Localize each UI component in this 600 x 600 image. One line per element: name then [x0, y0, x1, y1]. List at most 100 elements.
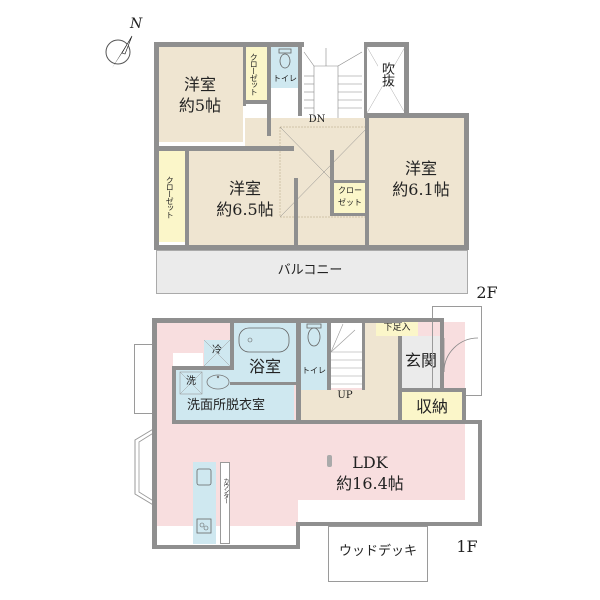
toilet-icon: [306, 323, 322, 347]
wall: [172, 366, 176, 424]
storage-label: 収納: [415, 397, 448, 416]
toilet-1f: [301, 322, 327, 390]
floor-1f-label: 1F: [456, 537, 478, 556]
room-western-6-1-size: 約6.1帖: [392, 180, 450, 199]
wall: [154, 42, 304, 47]
wall: [154, 146, 294, 151]
balcony-label: バルコニー: [277, 263, 343, 278]
wall: [398, 388, 466, 392]
wall: [396, 318, 442, 322]
closet-a-label: クローゼット: [249, 53, 259, 95]
ldk-pillar: [327, 455, 332, 467]
room-western-5: [158, 46, 243, 142]
compass: N: [104, 16, 144, 68]
fridge-cross-icon: [203, 339, 231, 367]
wood-deck-label: ウッドデッキ: [338, 544, 417, 559]
wall: [440, 318, 444, 392]
toilet-1f-label: トイレ: [302, 366, 326, 375]
wall: [398, 336, 402, 424]
bathtub-icon: [238, 327, 290, 353]
room-western-6-1: [368, 116, 464, 246]
bathroom-label: 浴室: [248, 357, 281, 376]
room-western-5-size: 約5帖: [178, 96, 222, 115]
wall: [230, 322, 234, 370]
wall: [364, 113, 468, 118]
closet-b: [158, 150, 185, 242]
wall: [478, 420, 482, 524]
closet-b-label: クローゼット: [165, 176, 175, 218]
balcony: [156, 250, 468, 294]
washroom-label: 洗面所脱衣室: [186, 398, 265, 413]
room-western-6-5-name: 洋室: [228, 179, 261, 198]
wall: [296, 522, 300, 548]
wall: [365, 118, 369, 246]
stairs-icon: [303, 48, 363, 118]
shoe-closet-label: 下足入: [383, 323, 411, 333]
room-western-6-5-size: 約6.5帖: [216, 200, 274, 219]
hall-shelf: [173, 353, 203, 366]
stairs-up-icon: [330, 323, 363, 385]
wall: [152, 318, 157, 548]
floor-2f-plan: 洋室 約5帖 クローゼット トイレ DN 吹抜 クローゼット 洋室 約6.5帖 …: [154, 42, 498, 302]
stove-icon: [196, 518, 212, 534]
storage: [402, 392, 462, 422]
entrance: [400, 336, 442, 388]
wall: [330, 180, 368, 183]
washer-cross-icon: [179, 371, 203, 395]
room-western-5-name: 洋室: [183, 75, 216, 94]
stairs-2f: [302, 46, 364, 118]
wall: [172, 366, 234, 370]
wall: [404, 42, 409, 118]
stairs-dn-label: DN: [308, 114, 326, 125]
bar-counter: [220, 462, 230, 544]
kitchen-counter: [193, 462, 216, 544]
wall: [330, 150, 334, 216]
wall: [152, 318, 402, 323]
room-western-6-1-name: 洋室: [404, 159, 437, 178]
wall: [462, 388, 466, 424]
closet-c: [334, 183, 366, 213]
floor-1f-plan: 冷 洗 洗面所脱衣室 浴室 トイレ UP 下足入 玄関 収納 LDK 約16.4…: [0, 300, 600, 600]
north-label: N: [130, 16, 143, 32]
entrance-door-icon: [443, 337, 479, 373]
ldk-size: 約16.4帖: [336, 474, 404, 493]
wall: [330, 213, 368, 216]
wall: [230, 382, 298, 385]
wall: [327, 322, 331, 390]
wood-deck: [328, 526, 428, 582]
washer-label: 洗: [186, 376, 196, 387]
wall: [185, 150, 189, 246]
toilet-2f-label: トイレ: [273, 74, 297, 83]
wall: [296, 522, 482, 526]
stairs-1f: [331, 322, 363, 388]
shoe-closet: [376, 322, 418, 336]
void-label: 吹抜: [378, 62, 394, 86]
entrance-label: 玄関: [404, 351, 437, 370]
wall: [243, 100, 269, 104]
wall: [364, 46, 367, 118]
room-western-6-5: [188, 150, 296, 246]
toilet-icon: [278, 48, 292, 69]
wall: [154, 245, 469, 250]
wall: [464, 113, 469, 250]
hall-1f: [298, 390, 402, 422]
stairs-up-label: UP: [337, 390, 353, 401]
wall: [267, 46, 271, 136]
bay-window-top: [134, 344, 154, 414]
wall: [362, 322, 365, 390]
wall: [298, 46, 302, 116]
wall: [296, 322, 301, 422]
wall: [174, 420, 480, 424]
sink-icon: [206, 374, 230, 390]
wall: [152, 545, 300, 549]
wall: [294, 178, 298, 246]
closet-a: [245, 46, 267, 102]
ldk-name: LDK: [352, 453, 388, 472]
wall: [364, 42, 408, 47]
fridge-label: 冷: [212, 345, 222, 356]
closet-c-label-1: クロー: [338, 186, 362, 195]
kitchen-sink-icon: [196, 468, 212, 486]
compass-arrow-icon: [105, 35, 133, 68]
floor-2f-label: 2F: [476, 283, 498, 302]
closet-c-label-2: ゼット: [338, 198, 362, 207]
